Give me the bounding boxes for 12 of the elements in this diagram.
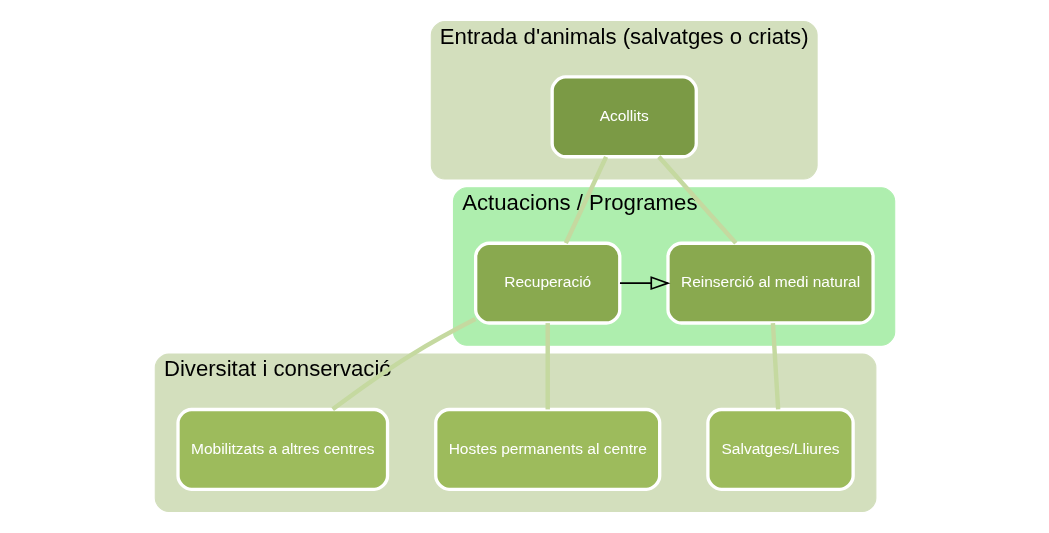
node-box: Mobilitzats a altres centres [175,407,389,491]
arrow [618,276,670,291]
node-box: Recuperació [473,241,621,325]
connector [545,323,550,410]
node-box: Hostes permanents al centre [433,407,661,491]
node-box: Acollits [550,75,698,159]
connector [656,155,737,245]
connector [770,322,780,410]
node-box: Reinserció al medi natural [665,241,875,325]
node-box: Salvatges/Lliures [705,407,855,491]
connector [330,317,476,412]
connector [563,155,608,245]
